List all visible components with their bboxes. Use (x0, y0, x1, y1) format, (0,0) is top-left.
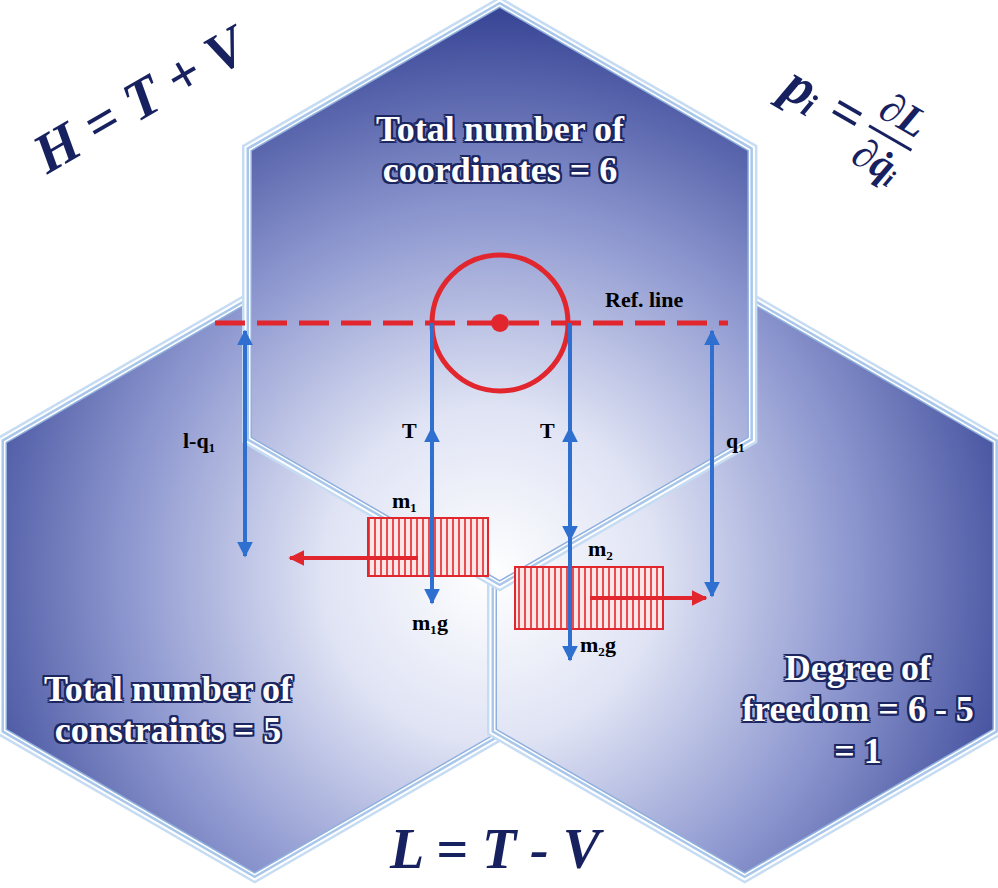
hexagon-border (7, 300, 502, 872)
force-label: m₂g (580, 632, 616, 658)
dimension-label: l-q₁ (183, 428, 215, 454)
hamiltonian-formula: H = T + V (23, 15, 257, 186)
hexagon-border (7, 300, 502, 872)
hexagon-shape (0, 286, 517, 886)
hexagon-text-box: Degree of freedom = 6 - 5 = 1 (733, 648, 983, 772)
hexagon-border (497, 300, 992, 872)
dimension-arrow (243, 331, 247, 556)
reference-label: Ref. line (605, 287, 683, 313)
tension-arrow (568, 428, 572, 480)
hexagon-border (7, 300, 502, 872)
hexagon-text-box: Total number of constraints = 5 (18, 669, 318, 752)
hexagon-fill (7, 300, 502, 872)
tension-arrow (430, 428, 434, 480)
mass-block (368, 518, 488, 576)
rope-weight-arrow (568, 323, 572, 660)
hexagon-panel: Degree of freedom = 6 - 5 = 1 (483, 286, 998, 886)
lagrangian-formula: L = T - V (390, 819, 600, 881)
panel-statement: Total number of coordinates = 6 (350, 109, 650, 192)
tension-arrow (568, 495, 572, 540)
hexagon-text-box: Total number of coordinates = 6 (350, 109, 650, 192)
hexagon-border (497, 300, 992, 872)
mass-label: m₁ (392, 488, 417, 514)
hexagon-border (497, 300, 992, 872)
position-pointer (590, 596, 706, 600)
formula-slot: pᵢ = (773, 53, 876, 148)
panel-statement: Total number of constraints = 5 (18, 669, 318, 752)
rope-weight-arrow (430, 323, 434, 603)
formula-term: pᵢ = (773, 53, 876, 148)
dimension-label: q₁ (726, 428, 745, 454)
hexagon-panel: Total number of constraints = 5 (0, 286, 517, 886)
position-pointer (290, 556, 418, 560)
hexagon-shape (483, 286, 998, 886)
hexagon-border (7, 300, 502, 872)
mass-label: m₂ (588, 536, 613, 562)
force-label: T (540, 418, 555, 444)
hexagon-border (497, 300, 992, 872)
panel-statement: Degree of freedom = 6 - 5 = 1 (733, 648, 983, 772)
force-label: m₁g (412, 610, 448, 636)
hexagon-border (7, 300, 502, 872)
hexagon-border (497, 300, 992, 872)
momentum-formula: pᵢ =∂L∂q̇ᵢ (764, 36, 937, 193)
hexagon-fill (497, 300, 992, 872)
pulley-axle (491, 314, 509, 332)
dimension-arrow (710, 331, 714, 596)
force-label: T (402, 418, 417, 444)
